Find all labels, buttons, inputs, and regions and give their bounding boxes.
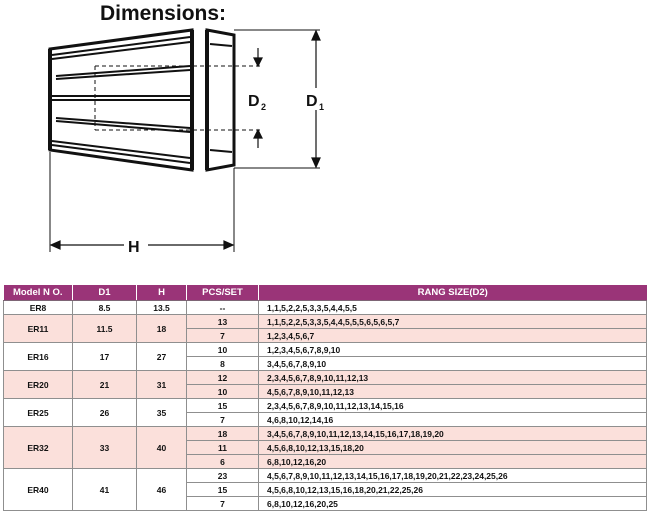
dimension-arrows [49,29,321,250]
bore-hidden-lines [94,65,262,131]
d1-cell: 21 [72,370,137,399]
pcs-cell: 12 [186,370,259,385]
pcs-cell: 11 [186,440,259,455]
model-cell: ER32 [3,426,73,469]
header-rang-size: RANG SIZE(D2) [258,285,647,301]
d1-cell: 17 [72,342,137,371]
collet-body [48,28,236,172]
size-range-cell: 4,5,6,8,10,12,13,15,18,20 [258,440,647,455]
model-cell: ER16 [3,342,73,371]
d1-cell: 8.5 [72,300,137,315]
d1-subscript: 1 [319,102,324,112]
pcs-cell: 7 [186,412,259,427]
pcs-cell: 10 [186,342,259,357]
d1-cell: 41 [72,468,137,511]
pcs-cell: 6 [186,454,259,469]
size-range-cell: 1,1,5,2,2,5,3,3,5,4,4,5,5 [258,300,647,315]
h-cell: 46 [136,468,187,511]
size-range-cell: 4,6,8,10,12,14,16 [258,412,647,427]
size-range-cell: 3,4,5,6,7,8,9,10 [258,356,647,371]
d2-subscript: 2 [261,102,266,112]
pcs-cell: 15 [186,482,259,497]
label-d1: D 1 [304,88,332,112]
dimensions-heading: Dimensions: [100,2,227,25]
h-label: H [128,239,140,256]
pcs-cell: 23 [186,468,259,483]
size-range-cell: 1,2,3,4,5,6,7,8,9,10 [258,342,647,357]
header-h: H [136,285,187,301]
collet-spec-table: Model N O. D1 H PCS/SET RANG SIZE(D2) ER… [3,285,647,511]
h-cell: 35 [136,398,187,427]
pcs-cell: 8 [186,356,259,371]
size-range-cell: 3,4,5,6,7,8,9,10,11,12,13,14,15,16,17,18… [258,426,647,441]
model-cell: ER11 [3,314,73,343]
h-cell: 27 [136,342,187,371]
pcs-cell: 10 [186,384,259,399]
model-cell: ER25 [3,398,73,427]
size-range-cell: 2,3,4,5,6,7,8,9,10,11,12,13,14,15,16 [258,398,647,413]
label-d2: D 2 [245,88,273,112]
pcs-cell: -- [186,300,259,315]
d2-label: D [248,93,260,110]
collet-dimension-drawing: D 2 D 1 H [48,28,332,256]
d1-cell: 26 [72,398,137,427]
header-d1: D1 [72,285,137,301]
size-range-cell: 1,2,3,4,5,6,7 [258,328,647,343]
pcs-cell: 7 [186,496,259,511]
model-cell: ER8 [3,300,73,315]
h-cell: 18 [136,314,187,343]
size-range-cell: 4,5,6,8,10,12,13,15,16,18,20,21,22,25,26 [258,482,647,497]
header-model: Model N O. [3,285,73,301]
pcs-cell: 15 [186,398,259,413]
extension-lines [49,29,320,252]
d1-label: D [306,93,318,110]
table-header-row: Model N O. D1 H PCS/SET RANG SIZE(D2) [3,285,647,301]
size-range-cell: 4,5,6,7,8,9,10,11,12,13 [258,384,647,399]
pcs-cell: 7 [186,328,259,343]
h-cell: 40 [136,426,187,469]
size-range-cell: 4,5,6,7,8,9,10,11,12,13,14,15,16,17,18,1… [258,468,647,483]
size-range-cell: 2,3,4,5,6,7,8,9,10,11,12,13 [258,370,647,385]
d1-cell: 33 [72,426,137,469]
h-cell: 13.5 [136,300,187,315]
size-range-cell: 1,1,5,2,2,5,3,3,5,4,4,5,5,5,6,5,6,5,7 [258,314,647,329]
size-range-cell: 6,8,10,12,16,20,25 [258,496,647,511]
size-range-cell: 6,8,10,12,16,20 [258,454,647,469]
label-h: H [124,236,148,256]
model-cell: ER40 [3,468,73,511]
model-cell: ER20 [3,370,73,399]
pcs-cell: 18 [186,426,259,441]
header-pcs-set: PCS/SET [186,285,259,301]
pcs-cell: 13 [186,314,259,329]
d1-cell: 11.5 [72,314,137,343]
h-cell: 31 [136,370,187,399]
